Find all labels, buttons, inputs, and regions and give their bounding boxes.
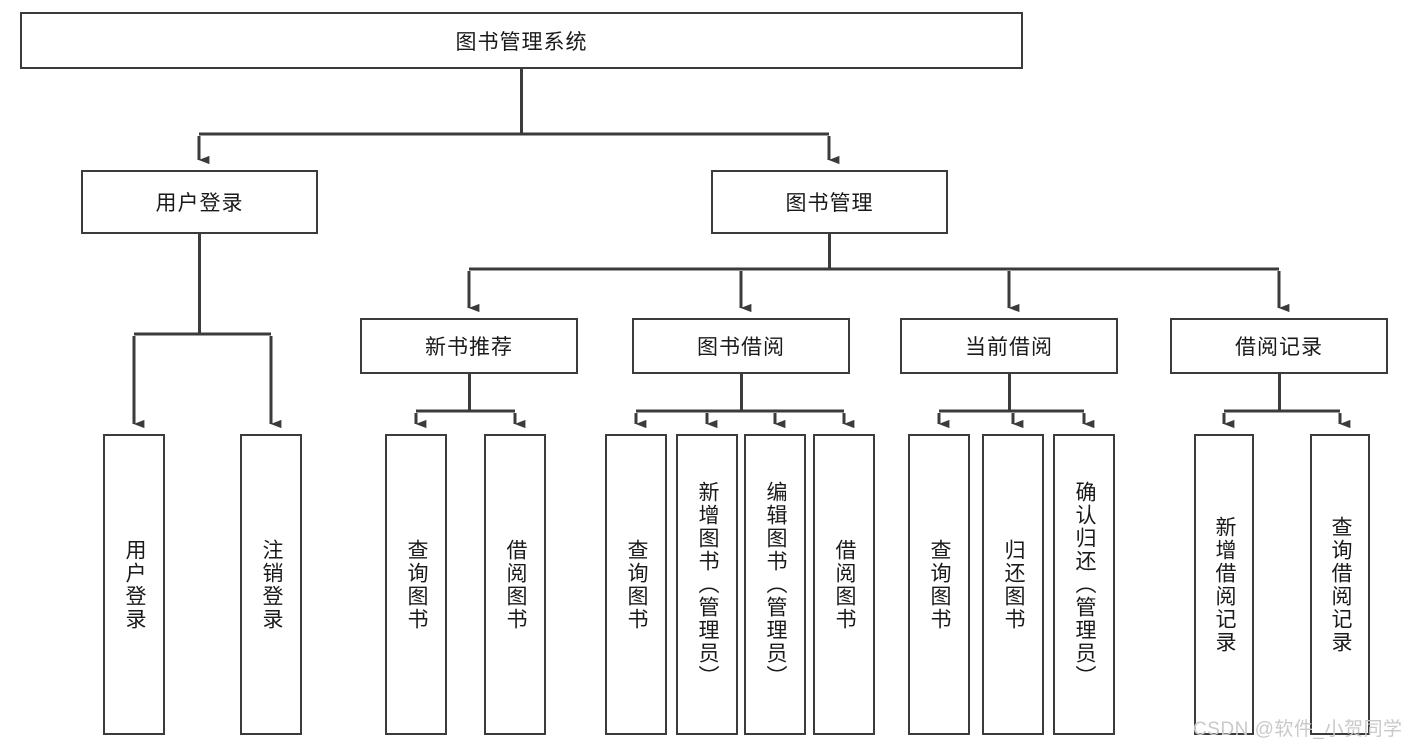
- leaf-query-book-current[interactable]: 查询图书: [908, 434, 970, 735]
- csdn-watermark: CSDN @软件_小贺同学: [1193, 719, 1403, 740]
- leaf-confirm-return-admin[interactable]: 确认归还（管理员）: [1053, 434, 1115, 735]
- leaf-add-borrow-record[interactable]: 新增借阅记录: [1194, 434, 1254, 735]
- leaf-confirm-return-admin-label: 确认归还（管理员）: [1072, 481, 1096, 688]
- leaf-query-book-recommend-label: 查询图书: [404, 538, 428, 631]
- leaf-query-book-current-label: 查询图书: [927, 538, 951, 631]
- leaf-edit-book-admin[interactable]: 编辑图书（管理员）: [744, 434, 806, 735]
- leaf-add-book-admin[interactable]: 新增图书（管理员）: [676, 434, 738, 735]
- leaf-borrow-book-recommend[interactable]: 借阅图书: [484, 434, 546, 735]
- node-user-login-label: 用户登录: [155, 192, 244, 215]
- leaf-query-book-recommend[interactable]: 查询图书: [385, 434, 447, 735]
- leaf-query-borrow-record-label: 查询借阅记录: [1328, 515, 1352, 654]
- leaf-return-book[interactable]: 归还图书: [982, 434, 1044, 735]
- leaf-add-book-admin-label: 新增图书（管理员）: [695, 481, 719, 688]
- node-root-label: 图书管理系统: [455, 30, 588, 54]
- leaf-user-login-label: 用户登录: [122, 538, 146, 631]
- node-new-book-recommend-label: 新书推荐: [425, 336, 513, 359]
- leaf-query-borrow-record[interactable]: 查询借阅记录: [1310, 434, 1370, 735]
- leaf-borrow-book-borrow[interactable]: 借阅图书: [813, 434, 875, 735]
- node-borrow-record[interactable]: 借阅记录: [1170, 318, 1388, 374]
- node-root[interactable]: 图书管理系统: [20, 12, 1023, 69]
- leaf-return-book-label: 归还图书: [1001, 538, 1025, 631]
- node-borrow-record-label: 借阅记录: [1235, 336, 1323, 359]
- node-book-borrow-label: 图书借阅: [697, 336, 785, 359]
- leaf-add-borrow-record-label: 新增借阅记录: [1212, 515, 1236, 654]
- node-book-manage[interactable]: 图书管理: [711, 170, 948, 234]
- leaf-logout-login[interactable]: 注销登录: [240, 434, 302, 735]
- node-current-borrow-label: 当前借阅: [965, 336, 1053, 359]
- leaf-logout-login-label: 注销登录: [259, 538, 283, 631]
- node-user-login[interactable]: 用户登录: [81, 170, 318, 234]
- node-book-borrow[interactable]: 图书借阅: [632, 318, 850, 374]
- leaf-borrow-book-borrow-label: 借阅图书: [832, 538, 856, 631]
- leaf-borrow-book-recommend-label: 借阅图书: [503, 538, 527, 631]
- node-book-manage-label: 图书管理: [785, 192, 874, 215]
- leaf-query-book-borrow-label: 查询图书: [624, 538, 648, 631]
- leaf-edit-book-admin-label: 编辑图书（管理员）: [763, 481, 787, 688]
- node-current-borrow[interactable]: 当前借阅: [900, 318, 1118, 374]
- node-new-book-recommend[interactable]: 新书推荐: [360, 318, 578, 374]
- leaf-user-login[interactable]: 用户登录: [103, 434, 165, 735]
- leaf-query-book-borrow[interactable]: 查询图书: [605, 434, 667, 735]
